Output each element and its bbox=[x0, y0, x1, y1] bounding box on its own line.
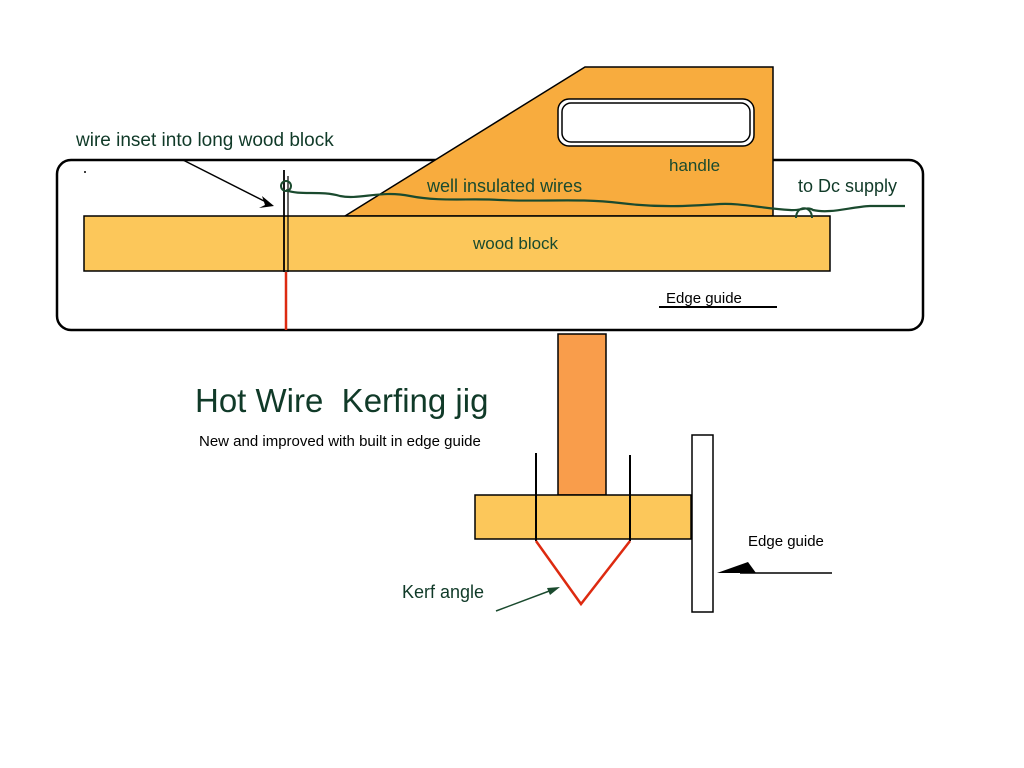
handle-label: handle bbox=[669, 156, 720, 175]
well-insulated-wires-label: well insulated wires bbox=[426, 176, 582, 196]
edge-guide-bottom-label: Edge guide bbox=[748, 533, 824, 550]
edge-guide-board bbox=[691, 434, 714, 613]
wood-block-label: wood block bbox=[472, 234, 559, 253]
to-dc-supply-label: to Dc supply bbox=[798, 176, 897, 196]
handle-post-end-view bbox=[557, 333, 607, 496]
wire-inset-pointer bbox=[182, 159, 269, 204]
kerf-angle-label: Kerf angle bbox=[402, 582, 484, 602]
edge-guide-top-label: Edge guide bbox=[666, 290, 742, 307]
supply-connector-loop bbox=[795, 207, 813, 219]
wire-inset-label: wire inset into long wood block bbox=[75, 130, 334, 151]
handle-grip-slot bbox=[557, 98, 755, 147]
wire-inset-pointer-head bbox=[259, 196, 274, 208]
wood-block-end-view bbox=[474, 494, 692, 540]
wire-terminal-loop bbox=[280, 180, 292, 192]
diagram-title: Hot Wire Kerfing jig bbox=[195, 382, 488, 419]
kerf-angle-pointer bbox=[495, 589, 553, 612]
handle-grip-slot-inner bbox=[561, 102, 751, 143]
diagram-subtitle: New and improved with built in edge guid… bbox=[199, 433, 481, 450]
edge-guide-pointer-head bbox=[717, 562, 756, 573]
kerf-angle-pointer-head bbox=[547, 587, 560, 595]
wood-block bbox=[83, 215, 831, 272]
kerf-v-wire bbox=[534, 540, 631, 607]
